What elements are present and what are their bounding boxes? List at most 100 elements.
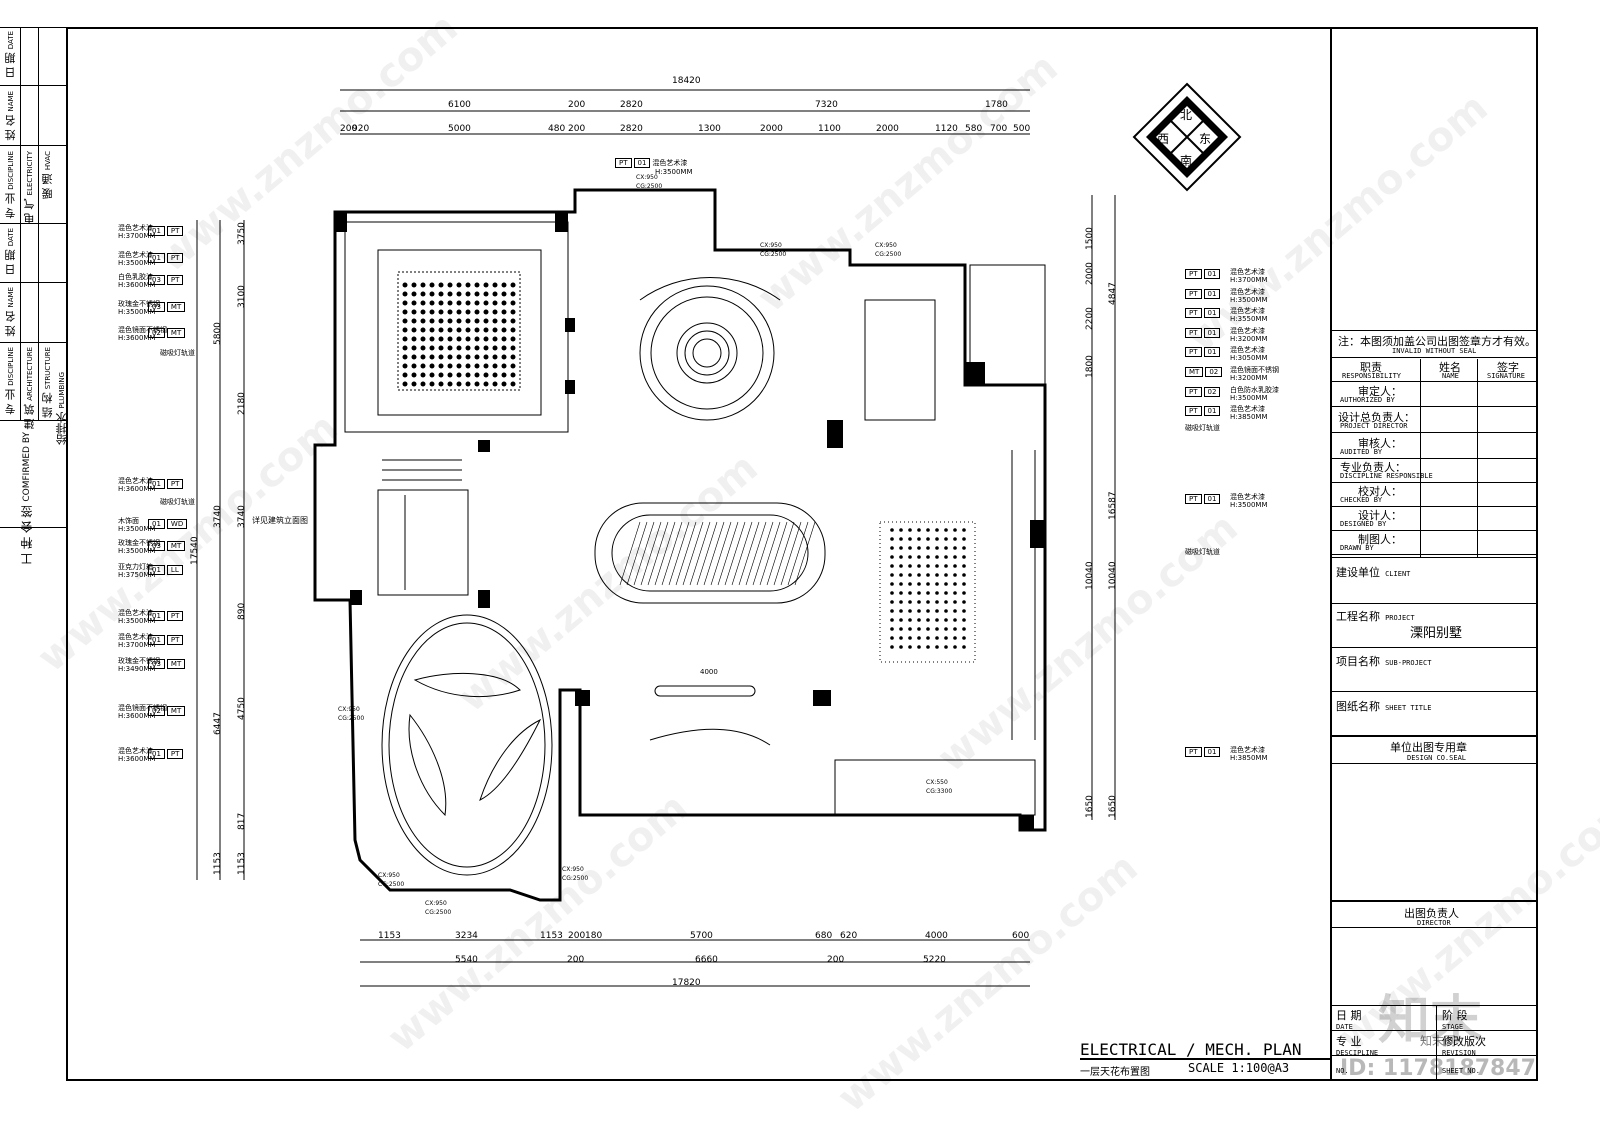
design-seal-label: 单位出图专用章 xyxy=(1390,741,1467,754)
design-seal-label-en: DESIGN CO.SEAL xyxy=(1407,754,1467,762)
dimension-label: 620 xyxy=(840,931,858,941)
role-row: 审定人：AUTHORIZED BY xyxy=(1332,383,1538,407)
dimension-label: 817 xyxy=(237,812,247,830)
sheet-title-field: 图纸名称 SHEET TITLE xyxy=(1336,700,1432,713)
cx-label: CX:950 xyxy=(562,866,584,873)
cx-label: CX:950 xyxy=(378,872,400,879)
role-row: 设计人：DESIGNED BY xyxy=(1332,507,1538,531)
dimension-label: 1300 xyxy=(698,124,721,134)
dimension-label: 2820 xyxy=(620,124,643,134)
dimension-label: 4750 xyxy=(237,697,247,720)
cx-label: CG:2500 xyxy=(378,881,405,888)
compass-south: 南 xyxy=(1180,153,1192,168)
dimension-label: 1153 xyxy=(378,931,401,941)
dimension-label: 3234 xyxy=(455,931,478,941)
cx-label: CG:2500 xyxy=(760,251,787,258)
dimension-label: 3750 xyxy=(237,222,247,245)
cx-label: CX:950 xyxy=(875,242,897,249)
dimension-label: 200 xyxy=(567,955,585,965)
role-row: 制图人：DRAWN BY xyxy=(1332,531,1538,555)
dimension-label: 200 xyxy=(568,124,586,134)
dimension-label: 500 xyxy=(1013,124,1031,134)
dimension-label: 1153 xyxy=(237,852,247,875)
dimension-label: 16587 xyxy=(1108,491,1118,520)
no-field: NO. xyxy=(1336,1067,1349,1075)
dimension-label: 890 xyxy=(237,602,247,620)
dimension-label: 5800 xyxy=(213,322,223,345)
drawing-title-cn: 一层天花布置图 xyxy=(1080,1067,1150,1078)
dimension-label: 17540 xyxy=(190,536,200,565)
dimension-label: 1100 xyxy=(818,124,841,134)
dimension-label: 200 xyxy=(340,124,358,134)
dimension-label: 3740 xyxy=(213,505,223,528)
floor-plan xyxy=(196,89,1116,987)
dimension-label: 10040 xyxy=(1108,561,1118,590)
dimension-label: 6447 xyxy=(213,712,223,735)
dimension-label: 4847 xyxy=(1108,282,1118,305)
dimension-label: 2820 xyxy=(620,100,643,110)
cx-label: CX:950 xyxy=(636,174,658,181)
cx-label: CX:950 xyxy=(425,900,447,907)
dimension-label: 1153 xyxy=(540,931,563,941)
dimension-label: 2180 xyxy=(237,392,247,415)
role-row: 专业负责人：DISCIPLINE RESPONSIBLE xyxy=(1332,459,1538,483)
cx-label: CX:550 xyxy=(926,779,948,786)
dimension-label: 7320 xyxy=(815,100,838,110)
seal-note-en: INVALID WITHOUT SEAL xyxy=(1392,347,1477,355)
dimension-label: 2200 xyxy=(1085,307,1095,330)
dimension-label: 5220 xyxy=(923,955,946,965)
dimension-label: 1800 xyxy=(1085,355,1095,378)
dimension-label: 920 xyxy=(352,124,370,134)
dimension-label: 480 xyxy=(548,124,566,134)
dimension-label: 6100 xyxy=(448,100,471,110)
dimension-label: 180 xyxy=(585,931,603,941)
dimension-label: 1153 xyxy=(213,852,223,875)
dimension-label: 580 xyxy=(965,124,983,134)
dimension-label: 18420 xyxy=(672,76,701,86)
dimension-label: 2000 xyxy=(1085,262,1095,285)
elevation-note: 详见建筑立面图 xyxy=(252,516,308,525)
dimension-label: 1780 xyxy=(985,100,1008,110)
project-field: 工程名称 PROJECT xyxy=(1336,610,1415,623)
dimension-label: 200 xyxy=(568,931,586,941)
title-block: 注：本图须加盖公司出图签章方才有效。 INVALID WITHOUT SEAL … xyxy=(1330,27,1538,1081)
project-value: 溧阳别墅 xyxy=(1410,626,1463,641)
cx-label: CG:2500 xyxy=(425,909,452,916)
cx-label: CG:2500 xyxy=(338,715,365,722)
dimension-label: 2000 xyxy=(760,124,783,134)
dimension-label: 1500 xyxy=(1085,227,1095,250)
dimension-label: 17820 xyxy=(672,978,701,988)
compass-north: 北 xyxy=(1180,108,1192,122)
dimension-label: 4000 xyxy=(925,931,948,941)
cx-label: CX:950 xyxy=(338,706,360,713)
cx-label: CG:2500 xyxy=(875,251,902,258)
director-label: 出图负责人 xyxy=(1404,907,1459,920)
dimension-label: 1650 xyxy=(1085,795,1095,818)
drawing-title: ELECTRICAL / MECH. PLAN xyxy=(1080,1040,1302,1059)
dimension-label: 1120 xyxy=(935,124,958,134)
sign-off-strip: 日 期 DATE 姓 名 NAME 专 业 DISCIPLINE 电 气 ELE… xyxy=(0,27,68,1081)
role-row: 审核人：AUDITED BY xyxy=(1332,435,1538,459)
seal-note: 注：本图须加盖公司出图签章方才有效。 xyxy=(1338,335,1536,348)
compass-east: 东 xyxy=(1199,132,1211,146)
cx-label: CX:950 xyxy=(760,242,782,249)
brand-name: 知末网 xyxy=(1420,1034,1457,1048)
compass-west: 西 xyxy=(1157,132,1169,146)
dimension-label: 1650 xyxy=(1108,795,1118,818)
sheet-no-field: SHEET NO. xyxy=(1442,1067,1480,1075)
image-id: ID: 1178187847 xyxy=(1340,1056,1536,1081)
dimension-label: 5540 xyxy=(455,955,478,965)
dimension-label: 3740 xyxy=(237,505,247,528)
dimension-label: 5000 xyxy=(448,124,471,134)
compass-icon: 北 东 南 西 xyxy=(1132,82,1242,192)
cx-label: CG:2500 xyxy=(562,875,589,882)
length-4000: 4000 xyxy=(700,668,718,676)
subproject-field: 项目名称 SUB-PROJECT xyxy=(1336,655,1432,668)
drawing-scale: SCALE 1:100@A3 xyxy=(1188,1061,1290,1075)
dimension-label: 2000 xyxy=(876,124,899,134)
dimension-label: 200 xyxy=(568,100,586,110)
title-underline xyxy=(1080,1058,1330,1060)
